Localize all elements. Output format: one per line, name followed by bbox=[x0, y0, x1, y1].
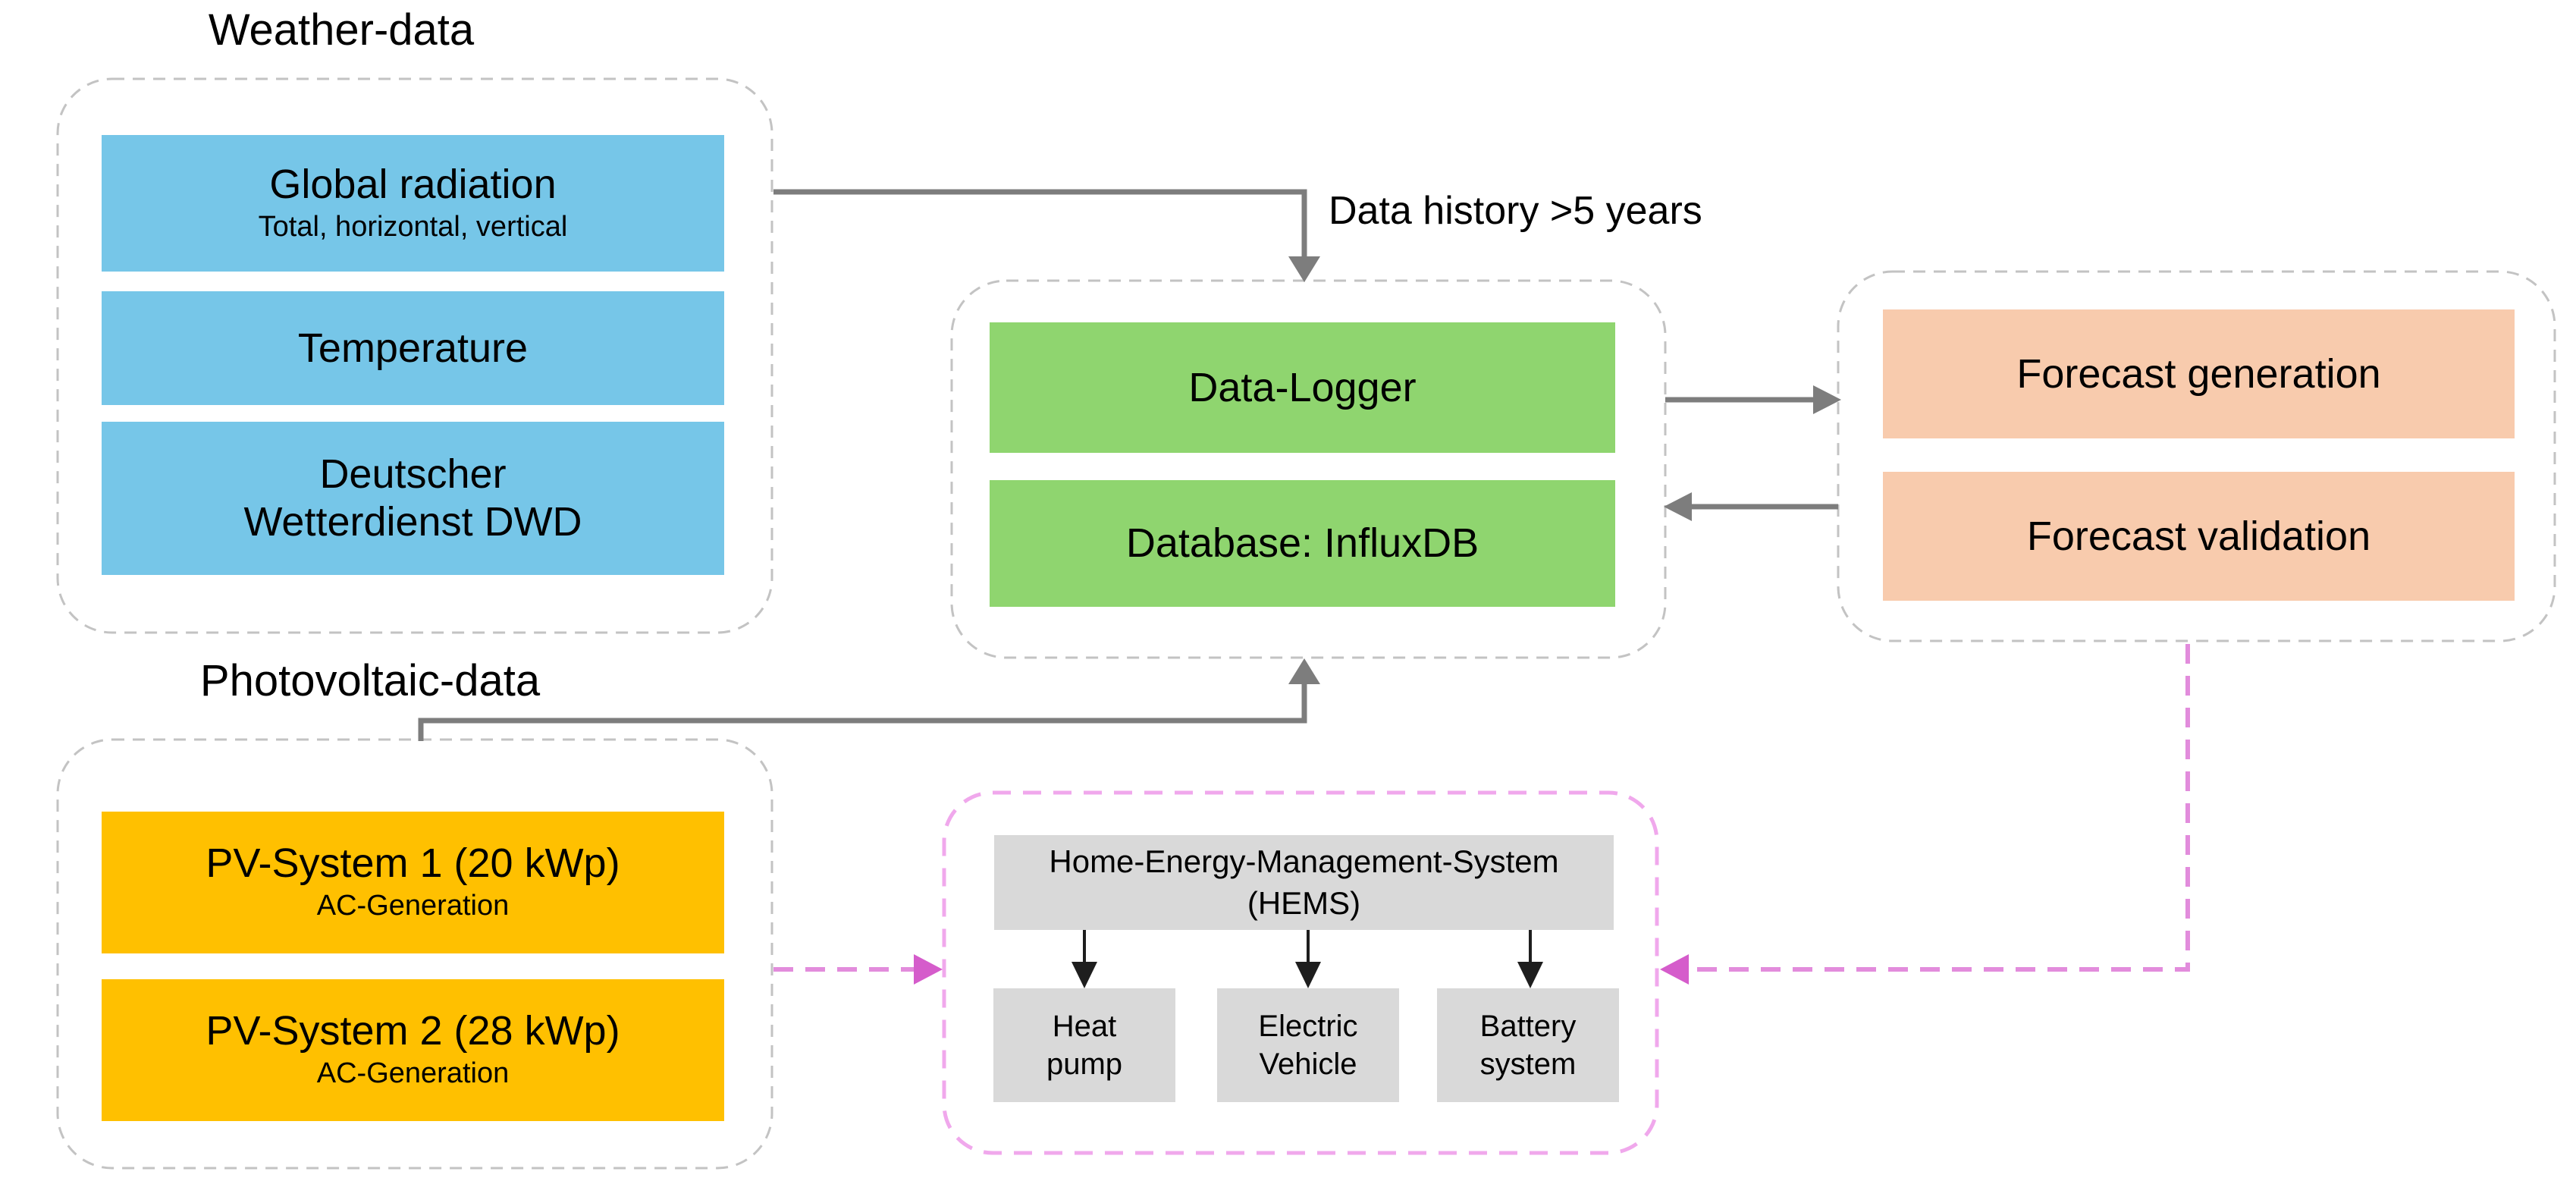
hems-header-box: Home-Energy-Management-System (HEMS) bbox=[994, 835, 1614, 930]
arrow-validation-to-database bbox=[1664, 492, 1838, 521]
arrow-pv-to-hems bbox=[773, 954, 943, 985]
temperature-box: Temperature bbox=[102, 291, 724, 405]
database-influxdb-box: Database: InfluxDB bbox=[990, 480, 1615, 607]
data-history-annotation: Data history >5 years bbox=[1329, 189, 1702, 233]
data-logger-label: Data-Logger bbox=[1188, 364, 1417, 410]
forecast-validation-label: Forecast validation bbox=[2026, 513, 2371, 559]
pv-system-2-sublabel: AC-Generation bbox=[316, 1057, 510, 1090]
dwd-label: Deutscher Wetterdienst DWD bbox=[243, 451, 582, 545]
forecast-validation-box: Forecast validation bbox=[1883, 472, 2515, 601]
global-radiation-label: Global radiation bbox=[269, 161, 557, 207]
arrow-hems-to-battery-system bbox=[1517, 930, 1543, 988]
heat-pump-box: Heat pump bbox=[993, 988, 1175, 1102]
arrow-logger-to-forecast bbox=[1665, 385, 1841, 414]
logger-group-outline bbox=[950, 279, 1667, 659]
temperature-label: Temperature bbox=[297, 325, 529, 371]
arrow-hems-to-electric-vehicle bbox=[1295, 930, 1321, 988]
global-radiation-box: Global radiation Total, horizontal, vert… bbox=[102, 135, 724, 272]
pv-system-1-box: PV-System 1 (20 kWp) AC-Generation bbox=[102, 812, 724, 953]
forecast-group-outline bbox=[1837, 270, 2556, 642]
arrow-weather-to-logger bbox=[773, 189, 1320, 282]
hems-group-outline bbox=[942, 790, 1659, 1155]
battery-system-box: Battery system bbox=[1437, 988, 1619, 1102]
pv-system-1-label: PV-System 1 (20 kWp) bbox=[206, 840, 620, 887]
weather-section-title: Weather-data bbox=[208, 5, 475, 55]
arrow-pv-to-database bbox=[418, 658, 1320, 741]
photovoltaic-section-title: Photovoltaic-data bbox=[199, 656, 541, 705]
electric-vehicle-box: Electric Vehicle bbox=[1217, 988, 1399, 1102]
electric-vehicle-label: Electric Vehicle bbox=[1258, 1010, 1358, 1081]
pv-system-2-label: PV-System 2 (28 kWp) bbox=[206, 1008, 620, 1054]
pv-system-2-box: PV-System 2 (28 kWp) AC-Generation bbox=[102, 979, 724, 1121]
data-logger-box: Data-Logger bbox=[990, 322, 1615, 453]
battery-system-label: Battery system bbox=[1479, 1010, 1577, 1081]
forecast-generation-label: Forecast generation bbox=[2016, 350, 2381, 397]
hems-header-line2: (HEMS) bbox=[1247, 884, 1361, 921]
forecast-generation-box: Forecast generation bbox=[1883, 309, 2515, 438]
pv-system-1-sublabel: AC-Generation bbox=[316, 890, 510, 922]
pv-group-outline bbox=[56, 738, 773, 1170]
arrow-forecast-to-hems bbox=[1660, 644, 2190, 985]
arrow-hems-to-heat-pump bbox=[1072, 930, 1097, 988]
weather-group-outline bbox=[56, 77, 773, 634]
global-radiation-sublabel: Total, horizontal, vertical bbox=[258, 210, 568, 243]
hems-header-line1: Home-Energy-Management-System bbox=[1049, 843, 1559, 879]
database-influxdb-label: Database: InfluxDB bbox=[1125, 520, 1479, 567]
dwd-box: Deutscher Wetterdienst DWD bbox=[102, 422, 724, 575]
heat-pump-label: Heat pump bbox=[1046, 1010, 1123, 1081]
